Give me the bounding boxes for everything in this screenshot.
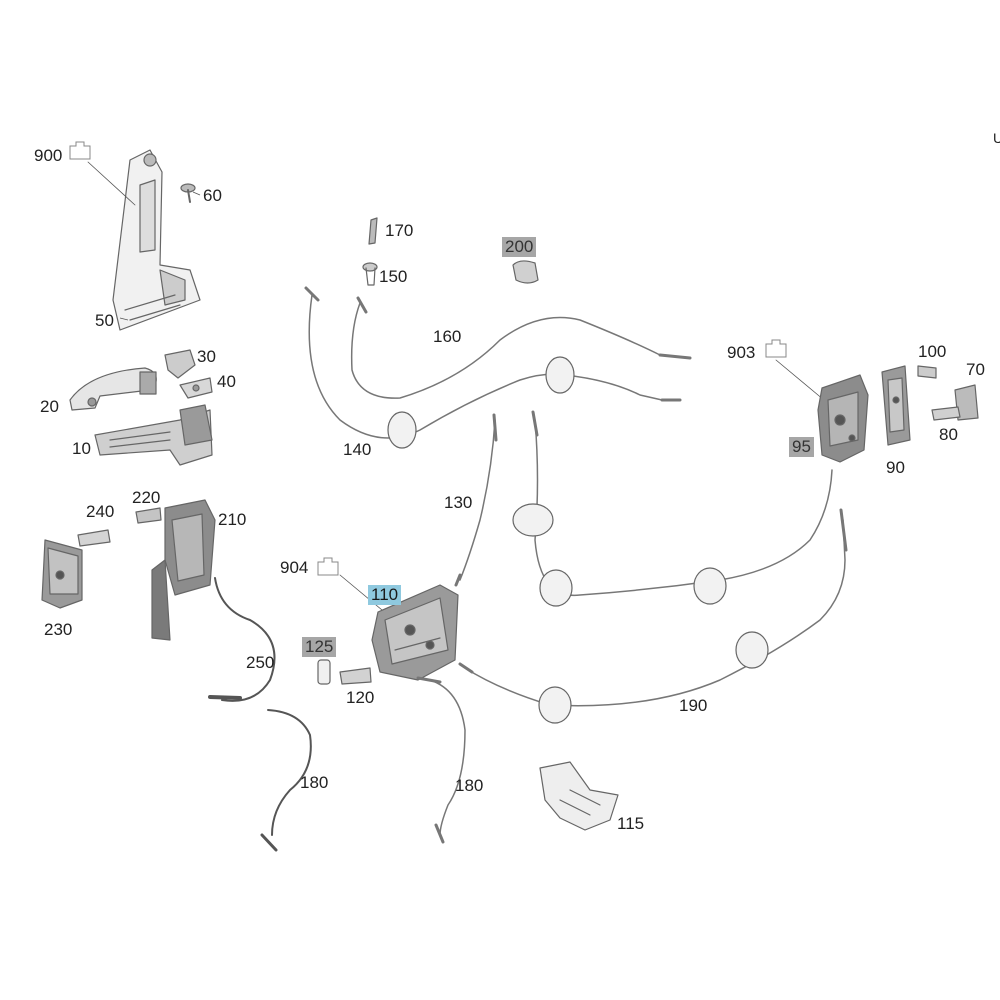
- part-150-grommet[interactable]: [362, 262, 378, 286]
- part-50-panel[interactable]: [112, 149, 201, 331]
- label-110[interactable]: 110: [368, 585, 402, 605]
- label-140[interactable]: 140: [343, 440, 372, 459]
- part-230-bracket[interactable]: [41, 539, 83, 609]
- label-30[interactable]: 30: [197, 347, 216, 366]
- part-210-hinge[interactable]: [151, 499, 216, 641]
- label-125[interactable]: 125: [302, 637, 337, 657]
- note-icon-904[interactable]: [316, 556, 340, 576]
- note-icon-900[interactable]: [68, 140, 92, 160]
- label-20[interactable]: 20: [40, 397, 59, 416]
- label-220[interactable]: 220: [132, 488, 161, 507]
- label-90[interactable]: 90: [886, 458, 905, 477]
- part-10-carrier[interactable]: [94, 404, 213, 466]
- part-240-bolt[interactable]: [77, 529, 111, 547]
- cable-180-left[interactable]: [260, 709, 312, 852]
- part-60-screw[interactable]: [180, 183, 196, 203]
- part-100-bolt[interactable]: [917, 365, 937, 379]
- label-160[interactable]: 160: [433, 327, 462, 346]
- label-10[interactable]: 10: [72, 439, 91, 458]
- cable-130[interactable]: [454, 413, 498, 587]
- label-60[interactable]: 60: [203, 186, 222, 205]
- part-40-gasket[interactable]: [179, 377, 213, 399]
- label-150[interactable]: 150: [379, 267, 408, 286]
- label-80[interactable]: 80: [939, 425, 958, 444]
- label-210[interactable]: 210: [218, 510, 247, 529]
- label-240[interactable]: 240: [86, 502, 115, 521]
- label-200[interactable]: 200: [502, 237, 537, 257]
- grommet-160: [545, 356, 575, 394]
- part-90-plate[interactable]: [881, 365, 911, 446]
- note-icon-903[interactable]: [764, 338, 788, 358]
- cable-140-160[interactable]: [304, 286, 692, 439]
- label-40[interactable]: 40: [217, 372, 236, 391]
- part-30-clip[interactable]: [164, 349, 196, 379]
- grommet-140: [387, 411, 417, 449]
- part-20-handle[interactable]: [69, 367, 157, 411]
- part-200-clip[interactable]: [512, 260, 539, 284]
- cable-180-center[interactable]: [416, 676, 466, 844]
- label-230[interactable]: 230: [44, 620, 73, 639]
- part-110-lock[interactable]: [371, 584, 459, 681]
- label-250[interactable]: 250: [246, 653, 275, 672]
- label-70[interactable]: 70: [966, 360, 985, 379]
- part-125-seal[interactable]: [317, 659, 331, 685]
- label-180-center[interactable]: 180: [455, 776, 484, 795]
- label-904[interactable]: 904: [280, 558, 309, 577]
- part-115-cover[interactable]: [539, 761, 619, 831]
- part-80-bolt[interactable]: [931, 406, 961, 421]
- label-903[interactable]: 903: [727, 343, 756, 362]
- label-95[interactable]: 95: [789, 437, 814, 457]
- label-900[interactable]: 900: [34, 146, 63, 165]
- part-170-pin[interactable]: [368, 217, 378, 245]
- cable-190-upper[interactable]: [531, 410, 833, 597]
- part-220-bolt[interactable]: [135, 507, 162, 524]
- label-100[interactable]: 100: [918, 342, 947, 361]
- part-120-bolt[interactable]: [339, 667, 372, 685]
- edge-text: U: [993, 130, 1000, 146]
- label-190[interactable]: 190: [679, 696, 708, 715]
- label-130[interactable]: 130: [444, 493, 473, 512]
- cable-250[interactable]: [208, 577, 276, 702]
- cable-190-lower[interactable]: [458, 508, 848, 707]
- label-120[interactable]: 120: [346, 688, 375, 707]
- label-50[interactable]: 50: [95, 311, 114, 330]
- label-170[interactable]: 170: [385, 221, 414, 240]
- label-115[interactable]: 115: [617, 814, 645, 833]
- label-180-left[interactable]: 180: [300, 773, 329, 792]
- part-95-lock[interactable]: [817, 374, 869, 463]
